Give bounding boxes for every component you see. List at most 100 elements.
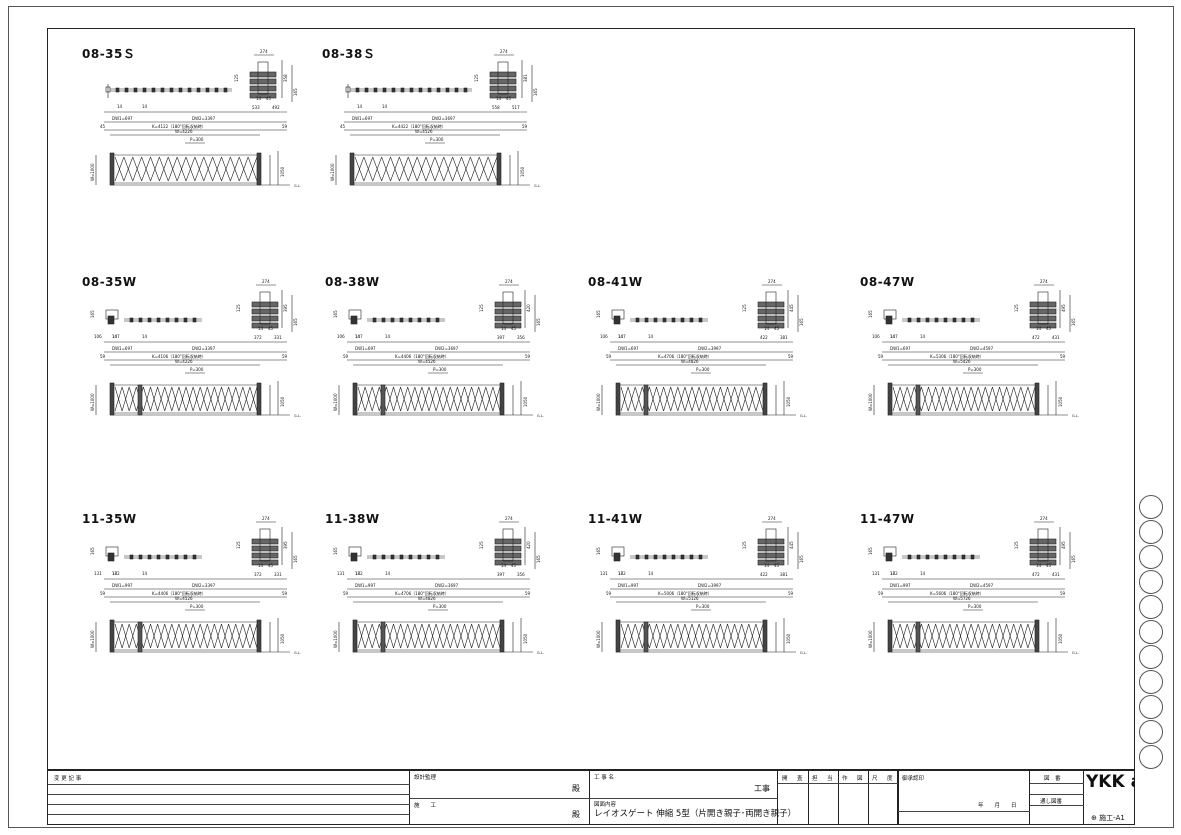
dim-left: 59 — [878, 354, 884, 359]
dim-mid2: 14 — [920, 571, 926, 576]
dim-dw2: DW2=3697 — [432, 116, 456, 121]
dim-a: 14 — [496, 96, 502, 101]
dim-left: 59 — [878, 591, 884, 596]
dim-dw2: DW2=3997 — [698, 583, 722, 588]
dim-p: P=300 — [968, 367, 982, 372]
dim-lw: 131 — [94, 571, 102, 576]
dim-k: K=4706（180°回転収納時） — [395, 590, 449, 596]
dim-d1: 372 — [254, 335, 262, 340]
dim-p: P=300 — [433, 604, 447, 609]
dim-v1: 125 — [479, 541, 484, 549]
dim-h2: 1050 — [280, 166, 285, 177]
dim-v2: 165 — [536, 555, 541, 563]
approval-label: 御承認印 — [902, 776, 925, 782]
dim-v2: 165 — [1071, 318, 1076, 326]
dim-left: 59 — [606, 591, 612, 596]
panel-title: 08-38W — [325, 275, 380, 289]
project-suffix: 工事 — [754, 784, 770, 793]
dim-top: 274 — [1040, 279, 1048, 284]
dim-d2: 431 — [1052, 572, 1060, 577]
dim-d1: 533 — [252, 105, 260, 110]
plan-view — [104, 54, 293, 131]
dim-left: 59 — [100, 354, 106, 359]
dim-dw2: DW2=3397 — [192, 346, 216, 351]
dim-left-v: 165 — [333, 310, 338, 318]
dim-left: 45 — [100, 124, 106, 129]
serial-label: 通し図番 — [1040, 799, 1063, 805]
project-label: 工 事 名 — [594, 775, 614, 781]
dim-dw2: DW2=4597 — [970, 583, 994, 588]
dim-right: 59 — [1060, 354, 1066, 359]
panel-title: 08-38Ｓ — [322, 47, 376, 61]
dim-lw: 106 — [94, 334, 102, 339]
dim-right: 59 — [282, 354, 288, 359]
dim-side: 495 — [1061, 541, 1066, 549]
plan-view — [882, 284, 1071, 361]
dim-right: 59 — [282, 591, 288, 596]
panel-title: 11-47W — [860, 512, 915, 526]
dono-1: 殿 — [572, 784, 580, 793]
dim-k: K=4106（180°回転収納時） — [152, 353, 206, 359]
dim-w: W=5126 — [681, 596, 699, 601]
panel-title: 11-38W — [325, 512, 380, 526]
approval-col-label: 度 — [887, 776, 893, 782]
dim-h: W=1000 — [90, 630, 95, 648]
dim-v2: 165 — [799, 555, 804, 563]
dim-b: 45 — [268, 563, 274, 568]
dim-d1: 472 — [1032, 335, 1040, 340]
design-construction-cell: 設計監理 殿 施 工 殿 — [410, 771, 590, 824]
dim-left-v: 165 — [90, 547, 95, 555]
drawing-content: レイオスゲート 伸縮 5型（片開き親子･両開き親子） — [594, 809, 797, 819]
dim-lw: 106 — [337, 334, 345, 339]
revision-circle — [1139, 520, 1163, 544]
dim-dw2: DW2=3697 — [435, 583, 459, 588]
dim-left-v: 165 — [868, 547, 873, 555]
dim-b: 45 — [268, 326, 274, 331]
dim-mid: 14 — [890, 334, 896, 339]
dim-right: 59 — [788, 354, 794, 359]
dim-lw2: 172 — [355, 571, 363, 576]
dim-dw1: DW1=697 — [618, 346, 639, 351]
dim-lw2: 172 — [890, 571, 898, 576]
dim-dw1: DW1=997 — [355, 583, 376, 588]
dim-mid: 14 — [355, 334, 361, 339]
dim-d2: 331 — [274, 572, 282, 577]
dim-top: 274 — [768, 516, 776, 521]
revision-circles — [1137, 495, 1165, 770]
dim-side: 395 — [283, 304, 288, 312]
dim-k: K=4406（180°回転収納時） — [152, 590, 206, 596]
dim-gl: G.L. — [800, 651, 807, 655]
dim-left-v: 165 — [90, 310, 95, 318]
dim-v1: 125 — [742, 541, 747, 549]
dim-a: 14 — [256, 96, 262, 101]
dim-k: K=4422（180°回転収納時） — [392, 123, 446, 129]
dim-b: 45 — [1046, 563, 1052, 568]
revision-circle — [1139, 545, 1163, 569]
dim-w: W=4826 — [681, 359, 699, 364]
dim-side: 495 — [1061, 304, 1066, 312]
dim-dw1: DW1=697 — [352, 116, 373, 121]
revision-circle — [1139, 595, 1163, 619]
drawing-number-cell: 図 番 通し図番 — [1030, 771, 1084, 824]
dim-k: K=5306（180°回転収納時） — [930, 353, 984, 359]
dim-side: 381 — [523, 74, 528, 82]
dim-mid2: 14 — [648, 571, 654, 576]
dim-gl: G.L. — [294, 414, 301, 418]
dim-b: 45 — [511, 563, 517, 568]
dim-mid: 14 — [112, 571, 118, 576]
dim-w: W=4226 — [175, 359, 193, 364]
dim-h: W=1000 — [868, 393, 873, 411]
elevation-view — [95, 134, 290, 186]
dim-h: W=1000 — [868, 630, 873, 648]
dim-left: 45 — [340, 124, 346, 129]
dim-w: W=4826 — [418, 596, 436, 601]
dim-mid2: 14 — [142, 104, 148, 109]
dim-h2: 1050 — [520, 166, 525, 177]
approval-col-label: 作 — [842, 776, 848, 782]
